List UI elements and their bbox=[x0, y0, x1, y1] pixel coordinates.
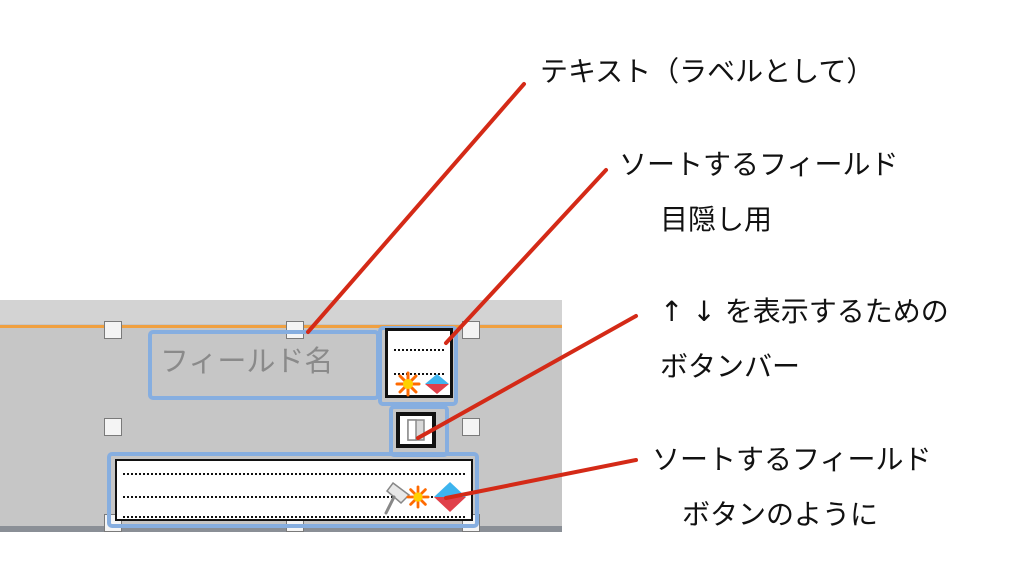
script-trigger-icon bbox=[395, 371, 421, 397]
button-bar[interactable] bbox=[396, 412, 436, 448]
layout-part-footer-edge bbox=[0, 526, 562, 532]
pin-icon bbox=[384, 481, 411, 515]
field-dotted-line bbox=[123, 473, 465, 475]
leader-line-label bbox=[306, 82, 526, 334]
conditional-format-icon bbox=[434, 482, 466, 512]
annotation-sort-cover-line2: 目隠し用 bbox=[660, 203, 773, 236]
annotation-arrow-line2: ボタンバー bbox=[660, 350, 801, 383]
sort-field-cover[interactable] bbox=[385, 328, 453, 398]
part-boundary-line[interactable] bbox=[0, 325, 562, 328]
button-bar-icon bbox=[407, 419, 425, 441]
annotation-arrow-line1: ↑ ↓ を表示するための bbox=[660, 295, 949, 328]
resize-handle[interactable] bbox=[104, 418, 122, 436]
annotation-label-text: テキスト（ラベルとして） bbox=[540, 55, 875, 88]
field-label-text[interactable]: フィールド名 bbox=[160, 344, 334, 378]
resize-handle[interactable] bbox=[462, 418, 480, 436]
field-dotted-line bbox=[123, 516, 465, 518]
resize-handle[interactable] bbox=[104, 321, 122, 339]
annotation-sort-button-line2: ボタンのように bbox=[682, 498, 879, 531]
script-trigger-icon bbox=[406, 485, 430, 509]
sort-field-button[interactable] bbox=[115, 459, 473, 521]
resize-handle[interactable] bbox=[462, 321, 480, 339]
annotation-sort-cover-line1: ソートするフィールド bbox=[619, 148, 899, 181]
annotation-sort-button-line1: ソートするフィールド bbox=[652, 443, 932, 476]
field-dotted-line bbox=[123, 496, 465, 498]
field-dotted-line bbox=[394, 349, 444, 351]
conditional-format-icon bbox=[425, 374, 449, 394]
